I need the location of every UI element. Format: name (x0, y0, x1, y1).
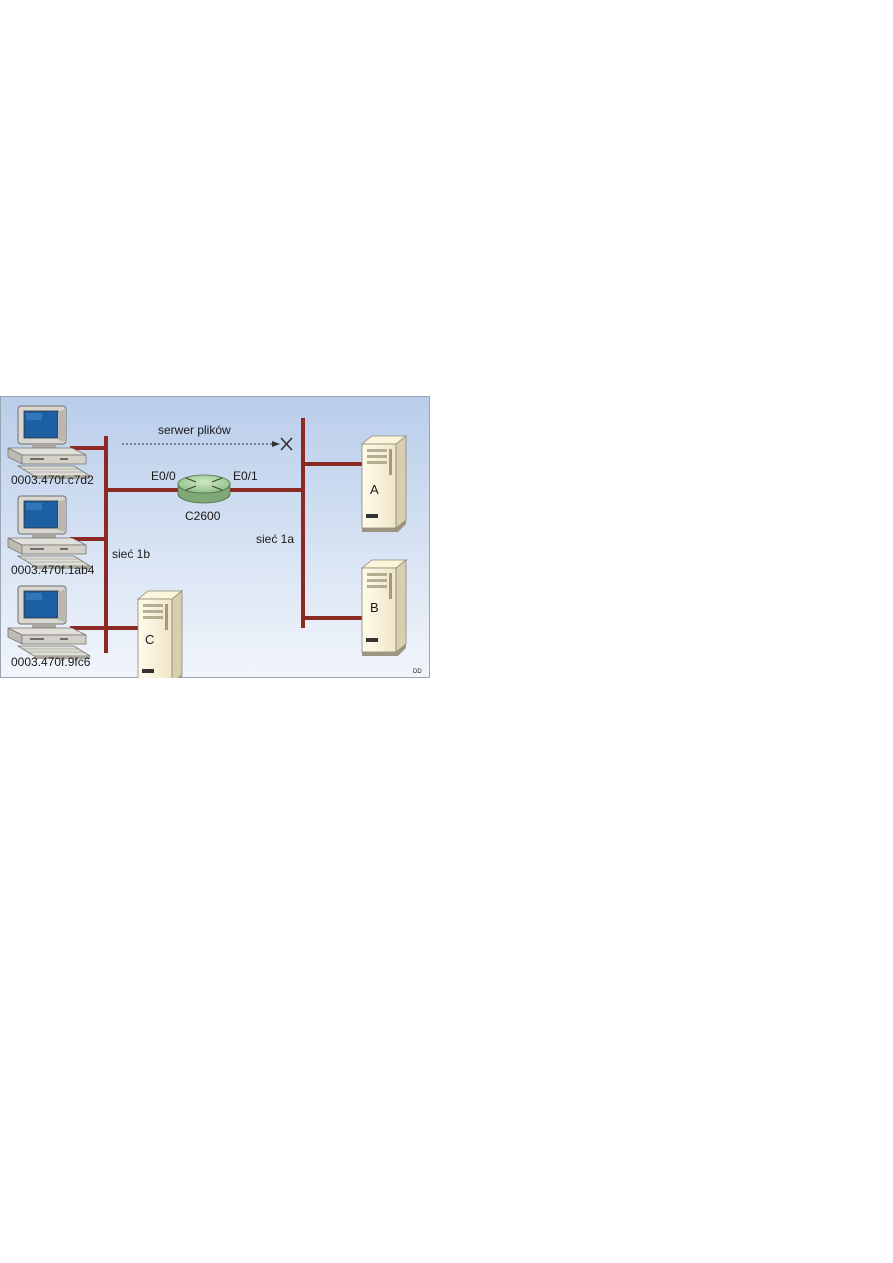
segment-left-label: sieć 1b (112, 547, 150, 561)
server-a-icon (361, 435, 407, 533)
network-segment-1a (230, 418, 364, 628)
file-server-arrow (122, 441, 280, 447)
workstation-3-mac: 0003.470f.9fc6 (11, 655, 91, 669)
server-b-label: B (370, 600, 379, 615)
credit-mark: DD (413, 669, 422, 675)
blocked-x-icon (280, 437, 293, 451)
router-name: C2600 (185, 509, 221, 523)
router-port-left: E0/0 (151, 469, 176, 483)
network-segment-1b (70, 436, 178, 653)
server-b-icon (361, 559, 407, 657)
arrow-label: serwer plików (158, 423, 231, 437)
segment-right-label: sieć 1a (256, 532, 294, 546)
router-icon (177, 474, 231, 504)
server-c-label: C (145, 632, 154, 647)
server-a-label: A (370, 482, 379, 497)
network-diagram: serwer plików E0/0 E0/1 C2600 sieć 1b si… (0, 396, 430, 678)
workstation-2-mac: 0003.470f.1ab4 (11, 563, 95, 577)
router-port-right: E0/1 (233, 469, 258, 483)
workstation-1-mac: 0003.470f.c7d2 (11, 473, 94, 487)
